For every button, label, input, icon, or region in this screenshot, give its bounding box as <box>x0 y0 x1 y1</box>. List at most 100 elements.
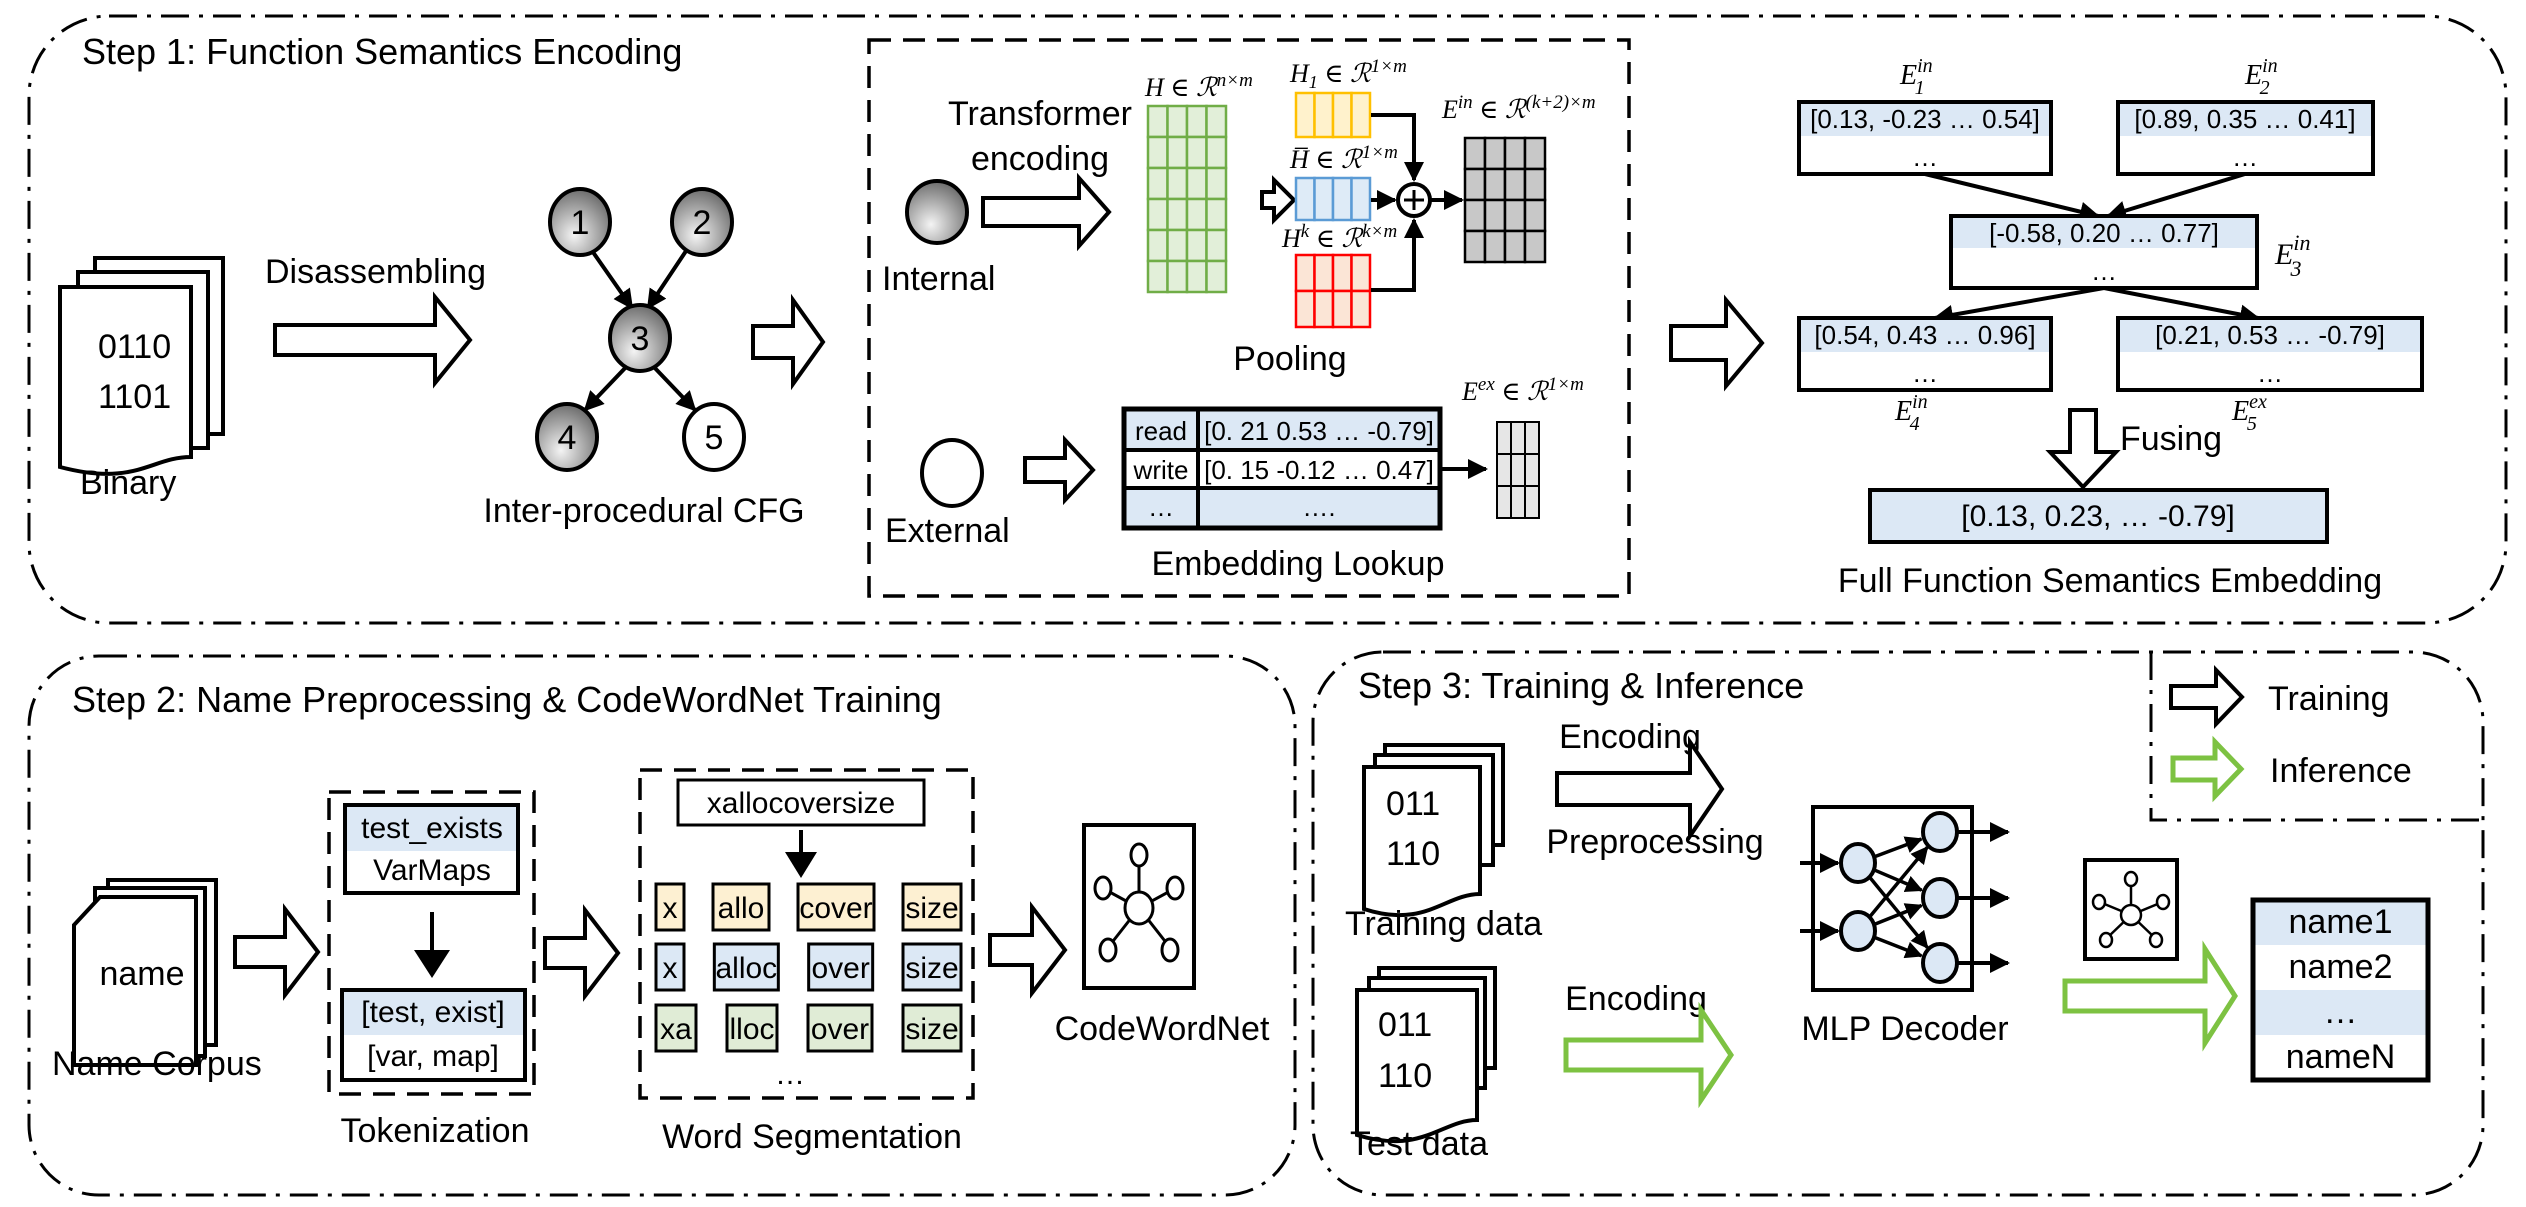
matrix-cell <box>1185 135 1208 170</box>
legend-inference-label: Inference <box>2270 752 2412 790</box>
e1-more: … <box>1912 142 1938 172</box>
matrix-cell <box>1166 135 1189 170</box>
matrix-cell <box>1510 453 1526 487</box>
matrix-cell <box>1523 229 1547 264</box>
tokenize-down-arrow-icon <box>414 950 450 978</box>
segment-token-box <box>654 942 686 992</box>
step1-border <box>27 14 2508 625</box>
matrix-cell <box>1146 135 1169 170</box>
step2-title: Step 2: Name Preprocessing & CodeWordNet… <box>72 679 942 720</box>
segment-token: allo <box>718 892 765 925</box>
matrix-cell <box>1313 289 1335 329</box>
Ein-matrix <box>1463 136 1547 264</box>
full-embedding-box <box>1868 488 2329 544</box>
mlp-decoder-icon <box>1800 805 2010 992</box>
matrix-cell <box>1523 198 1547 233</box>
matrix-cell <box>1313 91 1335 139</box>
matrix-cell <box>1331 91 1353 139</box>
segment-token: lloc <box>729 1013 774 1046</box>
step2-section: Step 2: Name Preprocessing & CodeWordNet… <box>27 654 1297 1197</box>
matrix-cell <box>1185 197 1208 232</box>
tokenization-dashed-box <box>327 790 536 1096</box>
name-corpus-document-stack-icon <box>72 878 218 1067</box>
training-data-label: Training data <box>1345 905 1542 943</box>
segment-token: over <box>811 1013 869 1046</box>
matrix-cell <box>1503 229 1527 264</box>
segmentation-dashed-box <box>638 768 975 1100</box>
matrix-cell <box>1146 166 1169 201</box>
step3-section: Step 3: Training & Inference Training In… <box>1311 650 2485 1197</box>
name-row <box>2253 900 2428 945</box>
matrix-cell <box>1205 104 1228 139</box>
predicted-name: nameN <box>2286 1038 2396 1076</box>
matrix-cell <box>1146 228 1169 263</box>
table-value-write: [0. 15 -0.12 … 0.47] <box>1204 455 1434 485</box>
test-data-document-stack-icon <box>1355 966 1497 1144</box>
matrix-cell <box>1331 253 1353 293</box>
token-input-1: test_exists <box>361 812 503 845</box>
corpus-to-tokenization-arrow-icon <box>233 903 321 1001</box>
Hbar-vector <box>1294 176 1372 222</box>
matrix-cell <box>1463 167 1487 202</box>
matrix-cell <box>1146 197 1169 232</box>
segment-token-box <box>901 882 963 932</box>
cfg-node-2-label: 2 <box>693 204 712 242</box>
segmentation-input-box <box>676 778 926 827</box>
table-key-write: write <box>1133 455 1189 485</box>
H1-vector <box>1294 91 1372 139</box>
training-line-2: 110 <box>1386 835 1440 873</box>
predicted-name: name2 <box>2289 948 2393 986</box>
mlp-neuron <box>1921 877 1959 919</box>
matrix-cell <box>1146 104 1169 139</box>
matrix-cell <box>1166 197 1189 232</box>
cfg-node-4 <box>535 402 599 472</box>
internal-node-icon <box>905 179 969 245</box>
segment-token-box <box>806 1003 874 1053</box>
encoder-dashed-box <box>867 38 1631 598</box>
matrix-cell <box>1510 421 1526 455</box>
matrix-cell <box>1166 228 1189 263</box>
matrix-cell <box>1294 91 1316 139</box>
Hk-label: Hk ∈ ℛk×m <box>1281 221 1397 253</box>
segmentation-label: Word Segmentation <box>662 1118 962 1156</box>
mlp-edge <box>1874 903 1924 926</box>
segmentation-to-codewordnet-arrow-icon <box>988 901 1068 999</box>
fusing-arrow-icon <box>2045 408 2121 490</box>
segment-token: xa <box>660 1013 692 1046</box>
test-arrow-icon <box>1563 1001 1735 1109</box>
H-matrix-label: H ∈ ℛn×m <box>1144 70 1253 102</box>
matrix-cell <box>1205 135 1228 170</box>
codewordnet-label: CodeWordNet <box>1055 1010 1270 1048</box>
table-key-more: … <box>1148 492 1174 522</box>
segment-token-box <box>654 882 686 932</box>
matrix-cell <box>1483 136 1507 171</box>
Hk-matrix <box>1294 253 1372 329</box>
matrix-cell <box>1503 167 1527 202</box>
tokenization-input-box <box>343 803 520 895</box>
segment-token-box <box>711 882 771 932</box>
H1-label: H1 ∈ ℛ1×m <box>1289 56 1407 92</box>
tokenization-to-segmentation-arrow-icon <box>543 904 621 1002</box>
matrix-cell <box>1185 104 1208 139</box>
matrix-cell <box>1350 253 1372 293</box>
embedding-box-e2 <box>2116 100 2375 176</box>
segment-token: size <box>905 1013 958 1046</box>
step1-section: Step 1: Function Semantics Encoding 0110… <box>27 14 2508 625</box>
matrix-cell <box>1205 259 1228 294</box>
mlp-edge <box>1868 875 1929 949</box>
test-encoding-label: Encoding <box>1565 980 1707 1018</box>
test-line-1: 011 <box>1378 1006 1432 1044</box>
matrix-cell <box>1496 485 1512 519</box>
token-output-1: [test, exist] <box>361 996 504 1029</box>
Hbar-label: H̅ ∈ ℛ1×m <box>1289 142 1398 174</box>
e1-vector: [0.13, -0.23 … 0.54] <box>1810 104 2040 134</box>
mlp-neuron <box>1839 842 1877 884</box>
mlp-edge <box>1874 935 1923 959</box>
segmentation-input: xallocoversize <box>707 787 895 820</box>
matrix-cell <box>1463 198 1487 233</box>
matrix-cell <box>1350 91 1372 139</box>
matrix-cell <box>1331 289 1353 329</box>
